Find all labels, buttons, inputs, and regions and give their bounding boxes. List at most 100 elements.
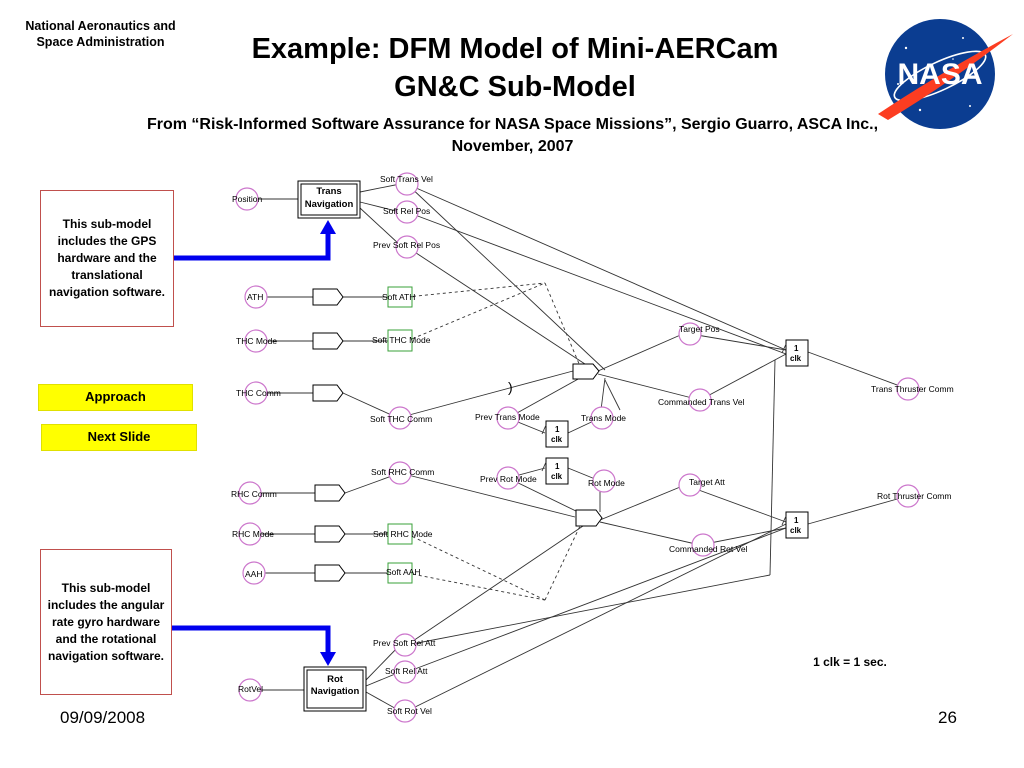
node-rot-mode: Rot Mode [588,469,625,493]
svg-text:RHC Mode: RHC Mode [232,529,274,539]
svg-text:Position: Position [232,194,263,204]
svg-text:Soft AAH: Soft AAH [386,567,421,577]
svg-text:Commanded Trans Vel: Commanded Trans Vel [658,397,745,407]
svg-text:Soft RHC Mode: Soft RHC Mode [373,529,433,539]
blue-arrow-top [174,232,331,261]
svg-text:Target Att: Target Att [689,477,726,487]
translational-note-text: This sub-model includes the GPS hardware… [48,217,166,299]
translational-submodel-note: This sub-model includes the GPS hardware… [40,190,174,327]
node-position: Position [232,187,263,211]
node-soft-rel-att: Soft Rel Att [385,660,428,684]
transfer-box-rhc-mode [314,525,346,543]
svg-text:Rot Thruster Comm: Rot Thruster Comm [877,491,951,501]
clock-box-rot-mode: 1 clk [541,457,569,485]
node-aah: AAH [242,561,266,585]
svg-text:Prev Rot Mode: Prev Rot Mode [480,474,537,484]
node-soft-rel-pos: Soft Rel Pos [383,200,430,224]
transfer-box-ath [312,288,344,306]
svg-text:Soft Trans Vel: Soft Trans Vel [380,174,433,184]
svg-text:Prev Soft Rel Pos: Prev Soft Rel Pos [373,240,440,250]
blue-arrow-bottom [172,625,331,654]
node-soft-aah: Soft AAH [386,562,421,584]
node-trans-thruster-comm: Trans Thruster Comm [871,377,954,401]
svg-text:Trans: Trans [316,186,341,197]
svg-text:Prev Trans Mode: Prev Trans Mode [475,412,540,422]
svg-text:Rot: Rot [327,674,344,685]
paren-mark: ) [508,379,513,395]
transfer-box-aah [314,564,346,582]
node-soft-trans-vel: Soft Trans Vel [380,172,433,196]
svg-text:1: 1 [555,425,560,434]
clock-box-rot: 1 clk [781,511,809,539]
svg-text:RHC Comm: RHC Comm [231,489,277,499]
organization-name: National Aeronautics and Space Administr… [25,19,176,49]
node-rhc-comm: RHC Comm [231,481,277,505]
node-thc-comm: THC Comm [236,381,281,405]
svg-text:ATH: ATH [247,292,263,302]
svg-text:THC Comm: THC Comm [236,388,281,398]
svg-text:Commanded Rot Vel: Commanded Rot Vel [669,544,748,554]
next-slide-button[interactable]: Next Slide [41,424,197,451]
node-soft-ath: Soft ATH [382,286,415,308]
svg-text:Trans Mode: Trans Mode [581,413,626,423]
svg-text:Rot Mode: Rot Mode [588,478,625,488]
node-commanded-trans-vel: Commanded Trans Vel [658,388,745,412]
transfer-box-thc-mode [312,332,344,350]
page-title: Example: DFM Model of Mini-AERCam GN&C S… [190,30,840,106]
title-line-2: GN&C Sub-Model [394,71,636,103]
node-prev-trans-mode: Prev Trans Mode [475,406,540,430]
node-soft-rot-vel: Soft Rot Vel [387,699,432,723]
node-target-att: Target Att [678,473,726,497]
trans-navigation-box: Trans Navigation [297,180,361,219]
node-soft-thc-comm: Soft THC Comm [370,406,432,430]
transfer-box-rhc-comm [314,484,346,502]
node-soft-rhc-mode: Soft RHC Mode [373,523,433,545]
svg-text:Soft THC Mode: Soft THC Mode [372,335,431,345]
transfer-box-trans-mode [572,363,600,380]
svg-text:RotVel: RotVel [238,684,263,694]
blue-arrowhead-bottom [320,652,336,666]
node-rhc-mode: RHC Mode [232,522,274,546]
svg-text:Soft Rel Att: Soft Rel Att [385,666,428,676]
node-rotvel: RotVel [238,678,263,702]
rotational-submodel-note: This sub-model includes the angular rate… [40,549,172,695]
slide-number: 26 [938,708,957,727]
node-rot-thruster-comm: Rot Thruster Comm [877,484,951,508]
svg-text:Navigation: Navigation [305,199,354,210]
transfer-box-thc-comm [312,384,344,402]
svg-text:1: 1 [794,516,799,525]
clock-legend: 1 clk = 1 sec. [813,655,887,669]
svg-text:Trans Thruster Comm: Trans Thruster Comm [871,384,954,394]
svg-text:Soft THC Comm: Soft THC Comm [370,414,432,424]
node-commanded-rot-vel: Commanded Rot Vel [669,533,748,557]
svg-text:AAH: AAH [245,569,262,579]
nasa-logo: NASA [878,19,1013,129]
nasa-logo-text: NASA [897,58,982,91]
blue-arrowhead-top [320,220,336,234]
svg-text:1: 1 [555,462,560,471]
node-thc-mode: THC Mode [236,329,277,353]
approach-button[interactable]: Approach [38,384,193,411]
svg-text:Soft Rel Pos: Soft Rel Pos [383,206,430,216]
rot-navigation-box: Rot Navigation [303,666,367,712]
clock-box-trans-mode: 1 clk [541,420,569,448]
svg-text:Soft Rot Vel: Soft Rot Vel [387,706,432,716]
page-subtitle: From “Risk-Informed Software Assurance f… [146,116,879,155]
node-prev-rot-mode: Prev Rot Mode [480,466,537,490]
svg-text:clk: clk [551,435,563,444]
node-ath: ATH [244,285,268,309]
svg-text:THC Mode: THC Mode [236,336,277,346]
slide-date: 09/09/2008 [60,708,146,727]
svg-text:clk: clk [551,472,563,481]
node-prev-soft-rel-pos: Prev Soft Rel Pos [373,235,440,259]
node-trans-mode: Trans Mode [581,406,626,430]
svg-text:clk: clk [790,526,802,535]
svg-text:Soft ATH: Soft ATH [382,292,415,302]
transfer-box-rot-mode [575,509,603,527]
node-soft-rhc-comm: Soft RHC Comm [371,461,434,485]
svg-text:Prev Soft Rel Att: Prev Soft Rel Att [373,638,436,648]
svg-text:Navigation: Navigation [311,686,360,697]
node-prev-soft-rel-att: Prev Soft Rel Att [373,633,436,657]
node-soft-thc-mode: Soft THC Mode [372,329,431,352]
